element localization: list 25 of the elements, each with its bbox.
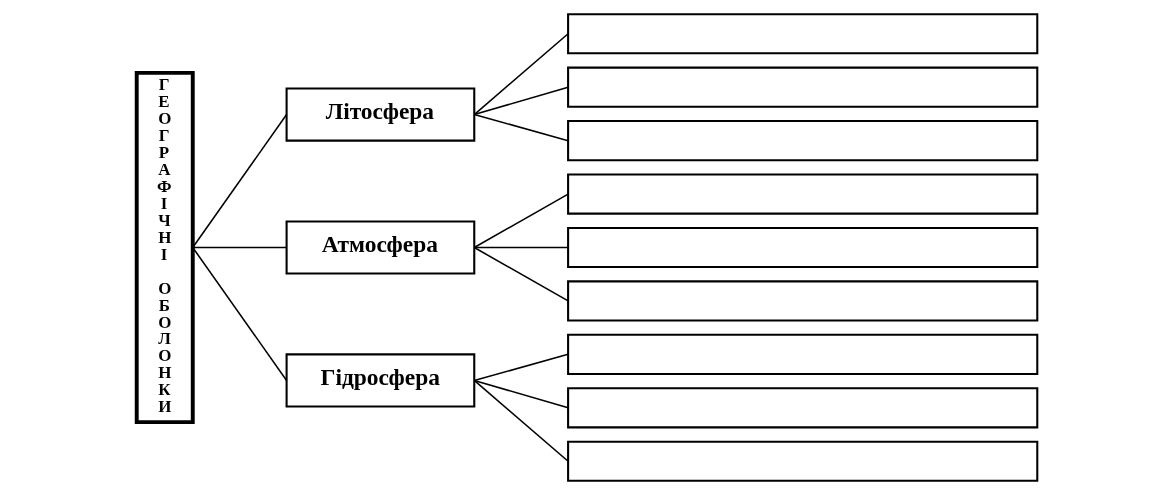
connector bbox=[473, 379, 569, 462]
node-box bbox=[566, 66, 1038, 108]
connector bbox=[473, 85, 569, 115]
connector bbox=[473, 379, 569, 409]
connector bbox=[473, 192, 569, 248]
connector bbox=[191, 246, 287, 381]
node-box bbox=[566, 119, 1038, 161]
connector bbox=[473, 32, 569, 115]
node-box: ГЕОГРАФІЧНІ ОБОЛОНКИ bbox=[134, 70, 195, 424]
connector bbox=[191, 113, 287, 248]
connector bbox=[473, 113, 569, 141]
node-box bbox=[566, 172, 1038, 215]
connector bbox=[473, 246, 569, 302]
node-box bbox=[566, 333, 1038, 375]
connector bbox=[473, 246, 569, 248]
node-box: Літосфера bbox=[285, 86, 475, 142]
node-box bbox=[566, 386, 1038, 428]
node-box bbox=[566, 440, 1038, 482]
node-box bbox=[566, 226, 1038, 268]
node-box: Атмосфера bbox=[285, 219, 475, 275]
node-box bbox=[566, 12, 1038, 54]
node-box bbox=[566, 279, 1038, 322]
connector bbox=[191, 246, 287, 248]
connector bbox=[473, 353, 569, 381]
node-box: Гідросфера bbox=[285, 352, 475, 408]
